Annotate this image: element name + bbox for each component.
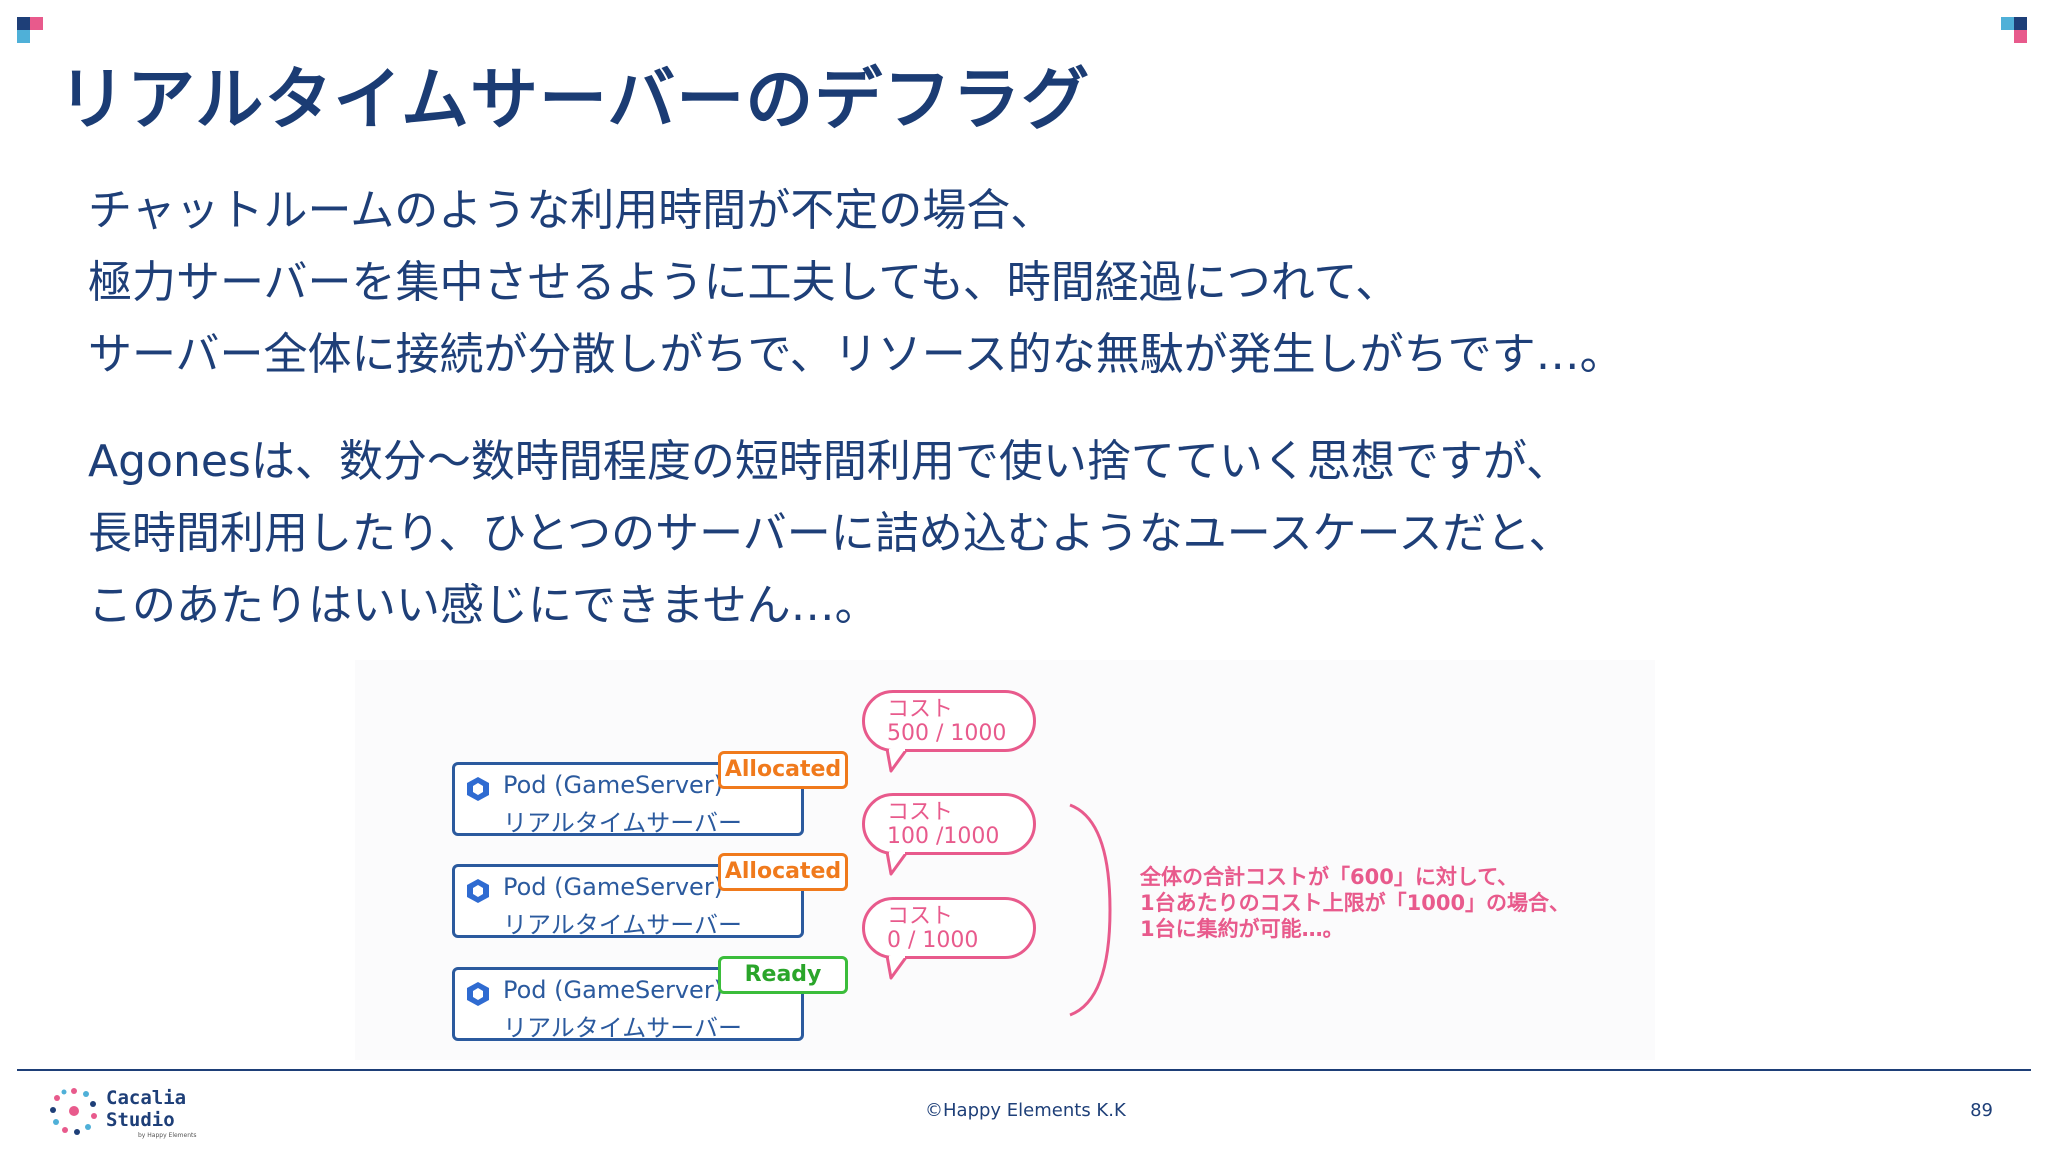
defrag-diagram: Pod (GameServer) リアルタイムサーバー Allocated Po…: [355, 660, 1655, 1060]
right-brace-icon: [1069, 803, 1112, 1017]
pod-role: リアルタイムサーバー: [503, 911, 743, 939]
paragraph-line: Agonesは、数分〜数時間程度の短時間利用で使い捨てていく思想ですが、: [88, 436, 1570, 487]
page-number: 89: [1970, 1100, 1993, 1121]
note-line: 1台あたりのコスト上限が「1000」の場合、: [1140, 891, 1571, 915]
paragraph-1: チャットルームのような利用時間が不定の場合、 極力サーバーを集中させるように工夫…: [88, 175, 1624, 391]
pod-name: Pod (GameServer): [503, 976, 724, 1004]
copyright-text: ©Happy Elements K.K: [925, 1100, 1126, 1121]
cost-value: 500 / 1000: [887, 721, 1007, 746]
logo-subtitle: by Happy Elements: [138, 1132, 197, 1139]
pod-box: Pod (GameServer) リアルタイムサーバー: [452, 864, 804, 939]
pod-name: Pod (GameServer): [503, 771, 724, 799]
pod-name: Pod (GameServer): [503, 873, 724, 901]
bubble-tail-icon: [885, 749, 909, 773]
corner-decoration-top-left: [17, 17, 47, 47]
cost-value: 0 / 1000: [887, 928, 979, 953]
paragraph-line: 長時間利用したり、ひとつのサーバーに詰め込むようなユースケースだと、: [88, 508, 1573, 559]
summary-note: 全体の合計コストが「600」に対して、 1台あたりのコスト上限が「1000」の場…: [1140, 864, 1570, 942]
logo-line: Cacalia: [106, 1087, 187, 1109]
pod-role: リアルタイムサーバー: [503, 1014, 743, 1042]
status-badge-allocated: Allocated: [718, 853, 848, 891]
bubble-tail-icon: [885, 852, 909, 876]
paragraph-2: Agonesは、数分〜数時間程度の短時間利用で使い捨てていく思想ですが、 長時間…: [88, 426, 1573, 642]
cost-label: コスト: [887, 800, 954, 825]
cost-bubble: コスト 100 /1000: [862, 793, 1036, 855]
cost-bubble: コスト 0 / 1000: [862, 897, 1036, 959]
pod-role: リアルタイムサーバー: [503, 809, 743, 837]
slide-title: リアルタイムサーバーのデフラグ: [58, 61, 1091, 140]
status-badge-allocated: Allocated: [718, 751, 848, 789]
bubble-tail-icon: [885, 956, 909, 980]
paragraph-line: サーバー全体に接続が分散しがちで、リソース的な無駄が発生しがちです…。: [88, 329, 1624, 380]
kubernetes-pod-icon: [467, 777, 489, 801]
note-line: 1台に集約が可能…。: [1140, 917, 1344, 941]
paragraph-line: チャットルームのような利用時間が不定の場合、: [88, 185, 1055, 236]
kubernetes-pod-icon: [467, 982, 489, 1006]
paragraph-line: このあたりはいい感じにできません…。: [88, 580, 879, 631]
footer-divider: [17, 1069, 2031, 1071]
cost-value: 100 /1000: [887, 824, 1000, 849]
cost-label: コスト: [887, 904, 954, 929]
cost-label: コスト: [887, 697, 954, 722]
cost-bubble: コスト 500 / 1000: [862, 690, 1036, 752]
logo-line: Studio: [106, 1109, 175, 1131]
paragraph-line: 極力サーバーを集中させるように工夫しても、時間経過につれて、: [88, 257, 1400, 308]
logo-wordmark: Cacalia Studio: [106, 1087, 186, 1131]
kubernetes-pod-icon: [467, 879, 489, 903]
status-badge-ready: Ready: [718, 956, 848, 994]
cacalia-studio-logo: Cacalia Studio by Happy Elements: [48, 1085, 197, 1141]
note-line: 全体の合計コストが「600」に対して、: [1140, 865, 1519, 889]
corner-decoration-top-right: [2001, 17, 2031, 47]
flower-logo-icon: [50, 1088, 97, 1135]
